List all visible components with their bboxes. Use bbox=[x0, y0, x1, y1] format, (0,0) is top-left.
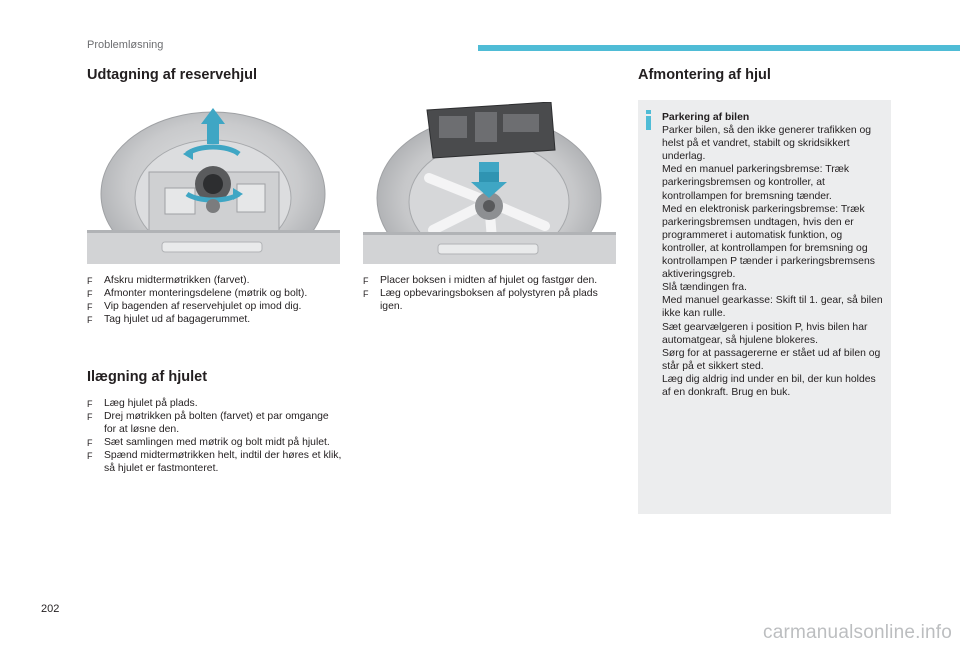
bullet-box-icon: F bbox=[87, 315, 93, 326]
info-line: Med en manuel parkeringsbremse: Træk par… bbox=[662, 164, 850, 202]
chapter-accent-bar bbox=[478, 45, 960, 51]
bullet-box-icon: F bbox=[87, 302, 93, 313]
figure-spare-wheel-nut bbox=[87, 102, 340, 264]
info-line: Sæt gearvælgeren i position P, hvis bile… bbox=[662, 321, 868, 346]
info-heading: Parkering af bilen bbox=[662, 112, 750, 123]
info-line: Med manuel gearkasse: Skift til 1. gear,… bbox=[662, 295, 883, 320]
info-icon bbox=[646, 110, 651, 130]
info-line: Parker bilen, så den ikke generer trafik… bbox=[662, 125, 872, 163]
bullet-box-icon: F bbox=[87, 412, 93, 423]
figure-storage-box-on-wheel bbox=[363, 102, 616, 264]
info-line: Læg dig aldrig ind under en bil, der kun… bbox=[662, 373, 876, 398]
section-title-wheel-removal: Afmontering af hjul bbox=[638, 67, 771, 83]
info-line: Slå tændingen fra. bbox=[662, 282, 747, 294]
page-number: 202 bbox=[41, 603, 60, 615]
bullet-box-icon: F bbox=[87, 438, 93, 449]
watermark: carmanualsonline.info bbox=[763, 622, 953, 643]
bullet-box-icon: F bbox=[363, 289, 369, 300]
section-title-remove-spare-wheel: Udtagning af reservehjul bbox=[87, 67, 258, 83]
bullet-box-icon: F bbox=[87, 451, 93, 462]
bullet-box-icon: F bbox=[87, 289, 93, 300]
info-line: Sørg for at passagererne er stået ud af … bbox=[662, 347, 881, 372]
info-box-parking: Parkering af bilen Parker bilen, så den … bbox=[638, 100, 891, 514]
bullet-box-icon: F bbox=[363, 276, 369, 286]
bullet-box-icon: F bbox=[87, 399, 93, 409]
section-title-refit-wheel: Ilægning af hjulet bbox=[87, 369, 208, 385]
info-box-text: Parkering af bilen Parker bilen, så den … bbox=[662, 111, 883, 399]
chapter-label: Problemløsning bbox=[87, 39, 164, 51]
bullet-box-icon: F bbox=[87, 276, 93, 286]
info-line: Med en elektronisk parkeringsbremse: Træ… bbox=[662, 203, 875, 281]
